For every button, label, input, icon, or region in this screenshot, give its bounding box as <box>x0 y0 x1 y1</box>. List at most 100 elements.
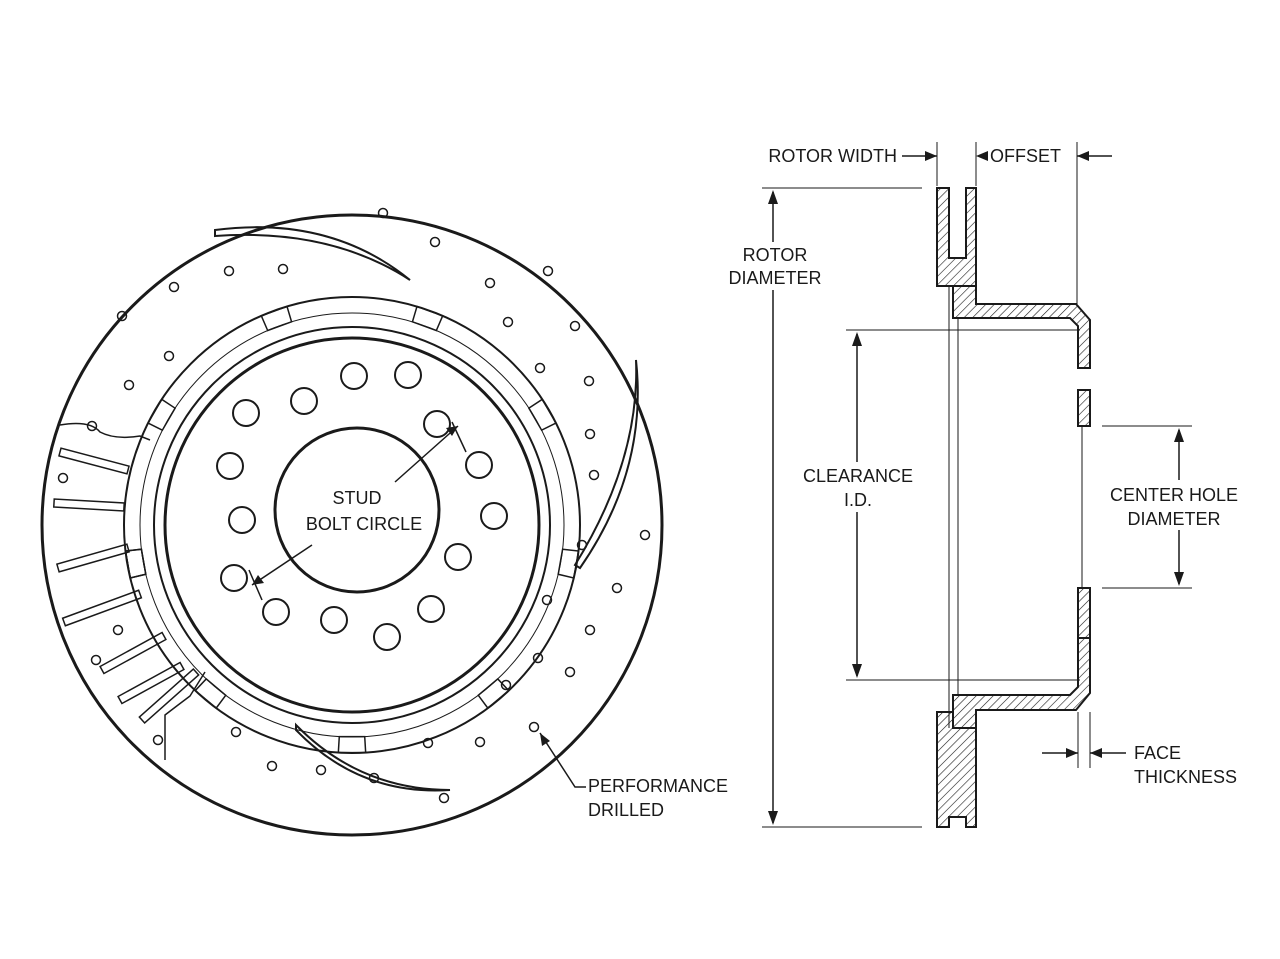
drill-hole <box>584 624 596 636</box>
vane-tab <box>124 548 147 579</box>
vane-tab <box>260 305 293 332</box>
drill-hole <box>611 582 623 594</box>
drill-hole <box>500 679 512 691</box>
center-hole <box>273 426 441 594</box>
cutaway-vanes <box>52 422 206 760</box>
cooling-vane <box>99 631 167 675</box>
bolt-circle-label-line2: BOLT CIRCLE <box>306 514 422 534</box>
drill-hole <box>528 721 540 733</box>
rotor-side-view: ROTOR WIDTH OFFSET ROTOR DIAMETER CLEARA… <box>722 142 1250 828</box>
face-thickness-arrow-right <box>1090 748 1102 758</box>
rotor-width-label: ROTOR WIDTH <box>768 146 897 166</box>
drill-hole <box>277 263 289 275</box>
hat-ring-band <box>153 326 551 724</box>
bolt-hole <box>417 595 445 623</box>
drill-hole <box>583 375 595 387</box>
rotor-front-view: STUD BOLT CIRCLE PERFORMANCE DRILLED <box>40 207 728 837</box>
drill-hole <box>484 277 496 289</box>
mounting-face-upper <box>1077 389 1091 427</box>
drill-hole <box>542 265 554 277</box>
drill-hole <box>315 764 327 776</box>
drill-hole <box>541 594 553 606</box>
bolt-circle-leader-lower <box>251 544 313 586</box>
drill-hole <box>112 624 124 636</box>
performance-drilled-leader <box>539 732 586 788</box>
center-hole-line1: CENTER HOLE <box>1110 485 1238 505</box>
stud-label-line1: STUD <box>333 488 382 508</box>
cutaway-edge-bottom <box>164 671 206 760</box>
clearance-arrow-bottom <box>852 664 862 678</box>
bolt-hole <box>480 502 508 530</box>
rotor-width-arrow-left <box>925 151 937 161</box>
curved-slot <box>295 722 451 792</box>
hat-wall-top <box>952 285 1091 369</box>
vane-tab <box>411 305 444 332</box>
drill-hole <box>422 737 434 749</box>
drill-hole <box>223 265 235 277</box>
rotor-diameter-arrow-bottom <box>768 811 778 825</box>
bolt-hole <box>290 387 318 415</box>
vane-tab <box>557 548 580 579</box>
braking-ring-bottom <box>936 711 977 828</box>
drill-hole <box>564 666 576 678</box>
bolt-hole <box>216 452 244 480</box>
drill-hole <box>438 792 450 804</box>
drill-hole <box>168 281 180 293</box>
bolt-hole <box>465 451 493 479</box>
rotor-diameter-line2: DIAMETER <box>728 268 821 288</box>
drill-hole <box>86 420 98 432</box>
cooling-vane <box>58 447 130 475</box>
performance-drilled-arrow <box>540 733 550 746</box>
performance-drilled-line2: DRILLED <box>588 800 664 820</box>
clearance-line1: CLEARANCE <box>803 466 913 486</box>
drill-hole <box>230 726 242 738</box>
drill-hole <box>576 539 588 551</box>
bolt-hole <box>394 361 422 389</box>
bolt-circle-tick-lower <box>248 569 263 601</box>
drilled-holes <box>57 207 651 804</box>
cutaway-edge-top <box>59 422 151 441</box>
drill-hole <box>266 760 278 772</box>
hat-wall-bottom <box>952 637 1091 729</box>
center-hole-arrow-bottom <box>1174 572 1184 586</box>
drill-hole <box>584 428 596 440</box>
drill-hole <box>116 310 128 322</box>
bolt-circle-tick-upper <box>451 421 467 453</box>
cooling-vane <box>138 667 200 725</box>
drill-hole <box>152 734 164 746</box>
center-hole-line2: DIAMETER <box>1127 509 1220 529</box>
drill-hole <box>569 320 581 332</box>
drill-hole <box>429 236 441 248</box>
drill-hole <box>368 772 380 784</box>
rotor-diameter-line1: ROTOR <box>743 245 808 265</box>
stud-bolt-holes <box>216 361 508 651</box>
vane-tab <box>527 398 557 432</box>
cooling-vane <box>61 589 143 627</box>
bolt-hole <box>373 623 401 651</box>
vane-tab <box>337 735 367 754</box>
cooling-vane <box>117 661 185 705</box>
cooling-vane <box>55 543 131 573</box>
offset-arrow <box>1077 151 1089 161</box>
hat-mounting-face <box>163 336 541 714</box>
drill-hole <box>474 736 486 748</box>
drill-hole <box>639 529 651 541</box>
bolt-hole <box>228 506 256 534</box>
vane-tabs <box>124 305 580 754</box>
face-thickness-arrow-left <box>1066 748 1078 758</box>
bolt-hole <box>232 399 260 427</box>
drill-hole <box>502 316 514 328</box>
bolt-hole <box>262 598 290 626</box>
face-thickness-line1: FACE <box>1134 743 1181 763</box>
bolt-hole <box>220 564 248 592</box>
clearance-line2: I.D. <box>844 490 872 510</box>
drill-hole <box>163 350 175 362</box>
drill-hole <box>534 362 546 374</box>
rotor-outer-edge <box>40 213 664 837</box>
clearance-arrow-top <box>852 332 862 346</box>
braking-ring-top <box>936 187 977 287</box>
rotor-diameter-arrow-top <box>768 190 778 204</box>
drill-hole <box>123 379 135 391</box>
offset-label: OFFSET <box>990 146 1061 166</box>
